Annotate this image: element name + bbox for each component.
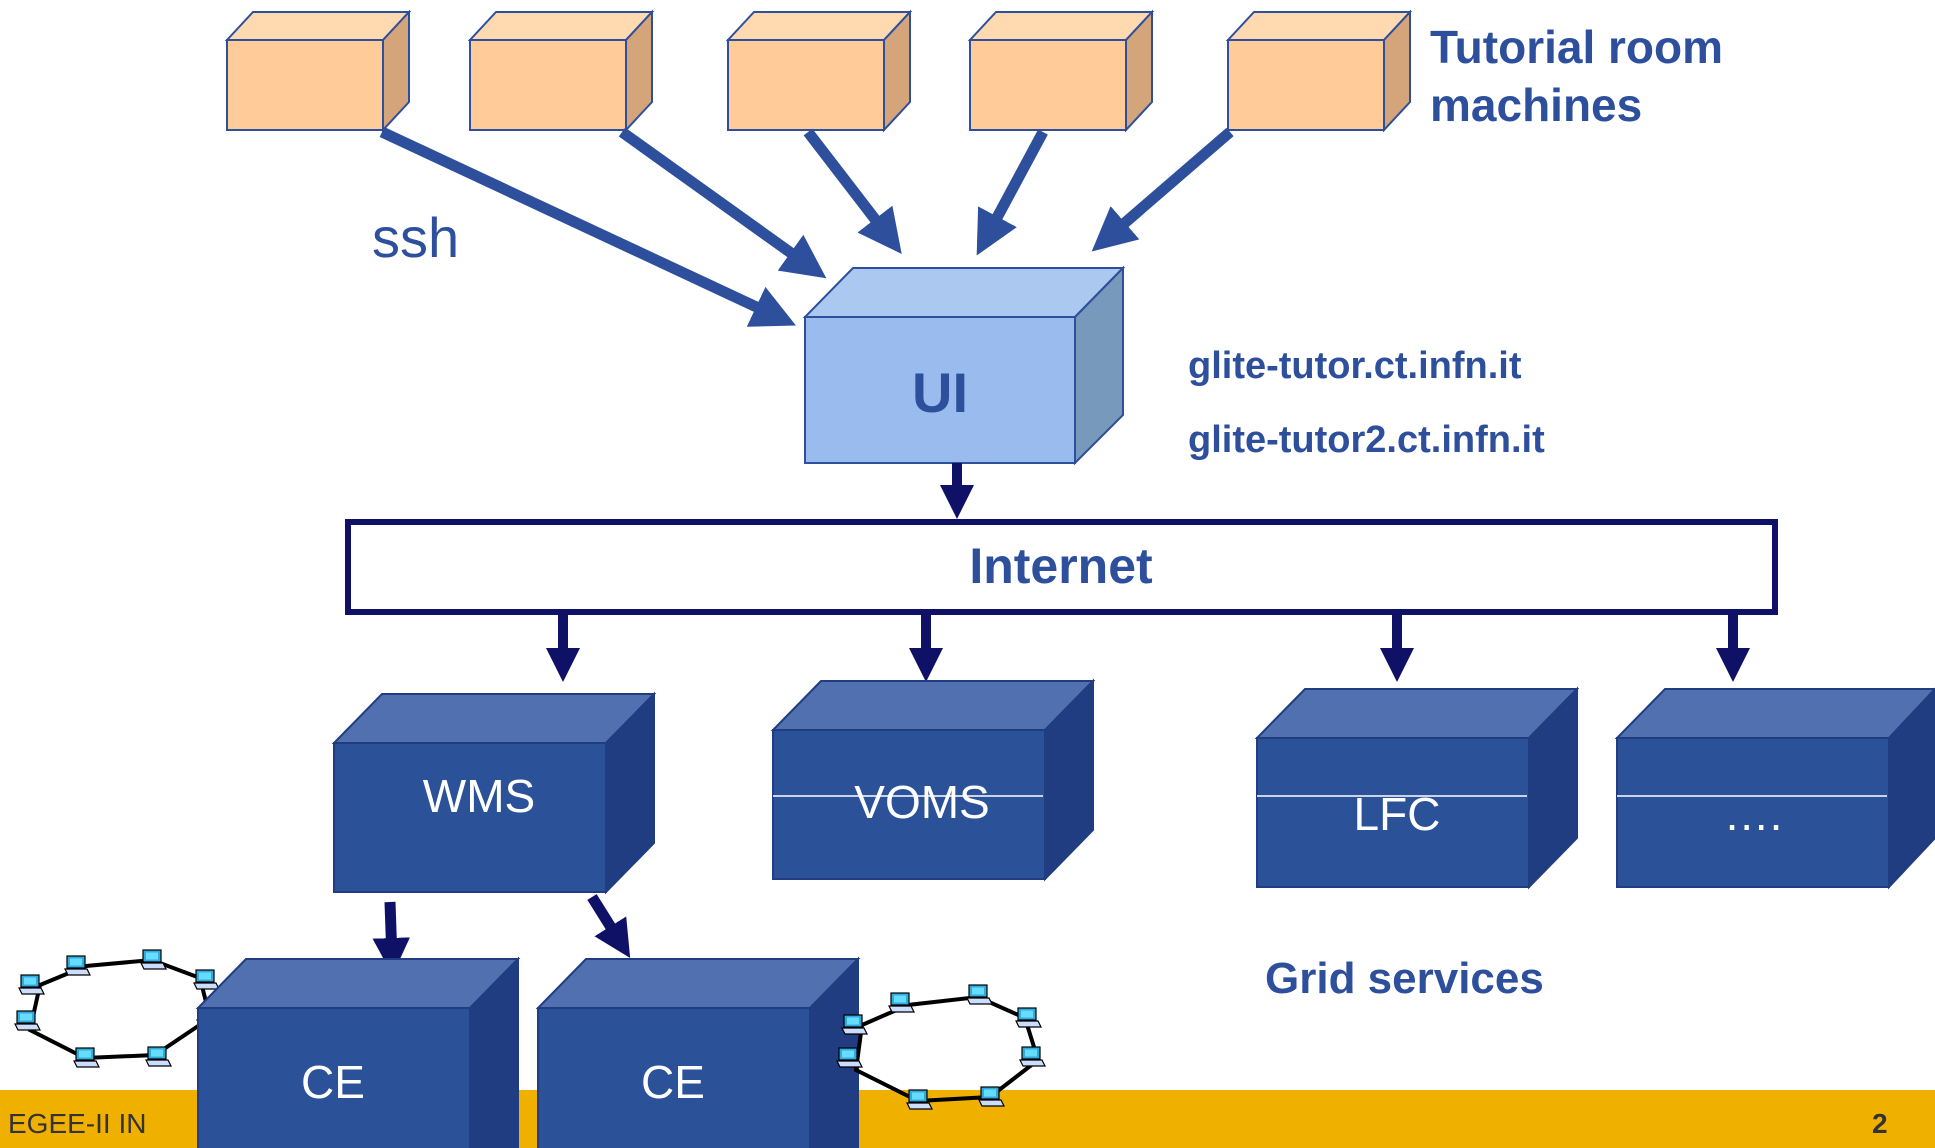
tutorial-machine-1 — [224, 9, 412, 133]
arrow-wms-to-ce-1 — [372, 901, 410, 976]
grid-services-label: Grid services — [1265, 954, 1544, 1003]
internet-service-arrows — [546, 615, 1751, 682]
tutorial-machine-2 — [467, 9, 655, 133]
tutorial-machine-5 — [1225, 9, 1413, 133]
other-service-label: …. — [1724, 788, 1783, 840]
lfc-box — [1254, 686, 1580, 890]
ssh-arrow-3 — [803, 128, 902, 254]
other-service-box — [1614, 687, 1935, 890]
network-ring-left — [14, 949, 223, 1068]
ssh-arrow-1 — [379, 127, 796, 327]
ui-box — [802, 265, 1126, 466]
wms-box — [331, 691, 657, 895]
ssh-arrow-5 — [1091, 127, 1234, 252]
arrow-wms-to-ce-2 — [587, 894, 631, 959]
page-number: 2 — [1872, 1108, 1888, 1139]
wms-ce-arrows — [372, 894, 631, 976]
internet-label: Internet — [969, 538, 1153, 594]
ui-label: UI — [912, 361, 968, 424]
internet-bar — [345, 519, 1778, 615]
ce-box-1 — [195, 956, 521, 1148]
ssh-arrow-2 — [618, 127, 827, 279]
ssh-arrow-4 — [976, 129, 1048, 256]
voms-label: VOMS — [854, 776, 989, 828]
voms-box — [770, 678, 1096, 882]
hostname-1: glite-tutor.ct.infn.it — [1188, 345, 1522, 387]
lfc-label: LFC — [1354, 788, 1441, 840]
tutorial-room-label-line1: Tutorial room — [1430, 21, 1723, 73]
ce-label-1: CE — [301, 1056, 365, 1108]
ssh-label: ssh — [372, 206, 459, 269]
ce-label-2: CE — [641, 1056, 705, 1108]
ce-box-2 — [535, 956, 861, 1148]
footer-left-text: EGEE-II IN — [8, 1108, 146, 1139]
hostname-2: glite-tutor2.ct.infn.it — [1188, 419, 1545, 461]
tutorial-machine-3 — [725, 9, 913, 133]
tutorial-machine-4 — [967, 9, 1155, 133]
ssh-arrows — [379, 127, 1234, 327]
network-ring-right — [836, 984, 1046, 1110]
wms-label: WMS — [423, 770, 535, 822]
tutorial-room-label-line2: machines — [1430, 79, 1642, 131]
